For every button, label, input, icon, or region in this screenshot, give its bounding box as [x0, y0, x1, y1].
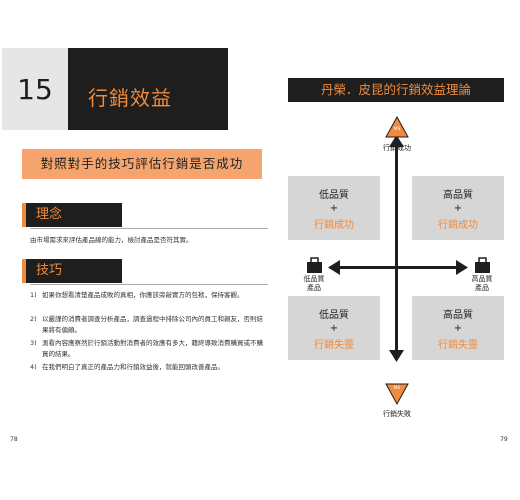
quadrant-plus: +: [453, 203, 463, 214]
horizontal-axis: [330, 266, 464, 269]
idea-heading: 理念: [36, 207, 63, 222]
left-axis-label-line2: 產品: [307, 284, 321, 292]
quadrant-quality: 低品質: [319, 190, 349, 201]
tip-text: 以嚴謹的消費者調查分析產品，調查過程中排除公司內的員工和親友，否則結果將有偏頗。: [42, 315, 263, 334]
tip-number: 2): [30, 315, 37, 323]
failure-badge-text: MS: [393, 386, 401, 391]
quadrant-bottom-right: 高品質 + 行銷失靈: [412, 296, 504, 360]
quadrant-quality: 高品質: [443, 310, 473, 321]
quadrant-top-right: 高品質 + 行銷成功: [412, 176, 504, 240]
idea-rule: [30, 228, 268, 229]
vertical-axis: [395, 136, 398, 360]
quadrant-outcome: 行銷失靈: [438, 340, 478, 351]
chapter-number: 15: [17, 73, 53, 106]
quadrant-outcome: 行銷成功: [438, 220, 478, 231]
diagram-title: 丹榮．皮昆的行銷效益理論: [320, 82, 471, 97]
top-axis-label: 行銷成功: [383, 144, 411, 152]
quadrant-plus: +: [453, 323, 463, 334]
idea-heading-box: [22, 203, 122, 227]
tip-item: 3) 測看內容應察然於行銷活動對消費者的效應有多大，藉終導致消費購買或不購買的結…: [30, 338, 266, 360]
arrow-left-icon: [328, 260, 340, 275]
tip-number: 1): [30, 291, 37, 299]
tip-text: 測看內容應察然於行銷活動對消費者的效應有多大，藉終導致消費購買或不購買的結果。: [42, 339, 263, 358]
subtitle-banner-text: 對照對手的技巧評估行銷是否成功: [40, 156, 244, 171]
right-axis-label-line2: 產品: [475, 284, 489, 292]
tip-item: 1) 如果你想看清楚產品成敗的真相，你應該旁敲實方的包袱，保持客觀。: [30, 290, 266, 301]
quadrant-bottom-left: 低品質 + 行銷失靈: [288, 296, 380, 360]
tip-number: 4): [30, 363, 37, 371]
arrow-up-icon: [389, 135, 404, 147]
tips-heading-accent: [22, 259, 26, 283]
briefcase-icon-right: [475, 257, 490, 273]
idea-heading-accent: [22, 203, 26, 227]
success-badge-icon: [385, 115, 409, 138]
subtitle-banner: [22, 149, 262, 179]
quadrant-top-left: 低品質 + 行銷成功: [288, 176, 380, 240]
success-badge-text: MS: [393, 127, 401, 132]
tip-text: 在我們明白了真正的產品力和行銷效益後，就能回頭改善產品。: [42, 363, 224, 371]
quadrant-plus: +: [329, 203, 339, 214]
chapter-number-box: [2, 48, 68, 130]
bottom-axis-label: 行銷失敗: [383, 410, 411, 418]
tips-rule: [30, 284, 268, 285]
quadrant-outcome: 行銷失靈: [314, 340, 354, 351]
tips-heading: 技巧: [36, 263, 63, 278]
tip-text: 如果你想看清楚產品成敗的真相，你應該旁敲實方的包袱，保持客觀。: [42, 291, 244, 299]
page-number-left: 78: [10, 436, 18, 443]
failure-badge-icon: [385, 383, 409, 406]
page-number-right: 79: [500, 436, 508, 443]
tip-number: 3): [30, 339, 37, 347]
left-axis-label-line1: 低品質: [303, 275, 325, 283]
chapter-title-box: [68, 48, 228, 130]
quadrant-outcome: 行銷成功: [314, 220, 354, 231]
arrow-down-icon: [389, 350, 404, 362]
quadrant-quality: 高品質: [443, 190, 473, 201]
diagram-title-box: [288, 78, 504, 102]
tip-item: 2) 以嚴謹的消費者調查分析產品，調查過程中排除公司內的員工和親友，否則結果將有…: [30, 314, 266, 336]
chapter-title: 行銷效益: [88, 86, 172, 110]
tip-item: 4) 在我們明白了真正的產品力和行銷效益後，就能回頭改善產品。: [30, 362, 266, 373]
tips-heading-box: [22, 259, 122, 283]
right-axis-label-line1: 高品質: [471, 275, 493, 283]
arrow-right-icon: [456, 260, 468, 275]
idea-text: 由市場需求來評估產品線的能力，檢討產品是否符其實。: [30, 236, 193, 244]
briefcase-icon-left: [307, 257, 322, 273]
quadrant-quality: 低品質: [319, 310, 349, 321]
quadrant-plus: +: [329, 323, 339, 334]
